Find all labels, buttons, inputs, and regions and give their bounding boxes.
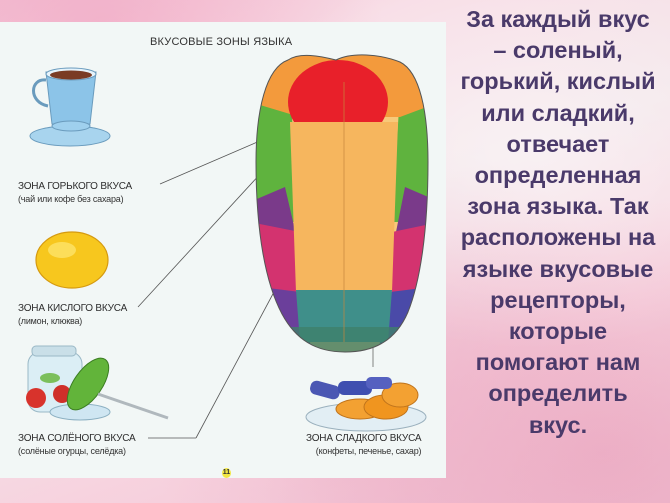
tongue-diagram (137, 54, 429, 439)
zone-label-salty: ЗОНА СОЛЁНОГО ВКУСА (солёные огурцы, сел… (18, 432, 136, 458)
illustration-panel: ВКУСОВЫЕ ЗОНЫ ЯЗЫКА (0, 22, 446, 478)
zone-salty-title: ЗОНА СОЛЁНОГО ВКУСА (18, 433, 136, 444)
zone-sweet-title: ЗОНА СЛАДКОГО ВКУСА (306, 433, 422, 444)
pickles-icon (26, 345, 169, 421)
zone-label-bitter: ЗОНА ГОРЬКОГО ВКУСА (чай или кофе без са… (18, 180, 132, 206)
zone-label-sweet: ЗОНА СЛАДКОГО ВКУСА (конфеты, печенье, с… (306, 432, 422, 458)
zone-sweet-examples: (конфеты, печенье, сахар) (315, 446, 422, 456)
zone-label-sour: ЗОНА КИСЛОГО ВКУСА (лимон, клюква) (18, 302, 127, 328)
panel-title: ВКУСОВЫЕ ЗОНЫ ЯЗЫКА (150, 36, 293, 48)
lemon-icon (35, 231, 109, 289)
sweets-icon (305, 377, 427, 432)
connector-bitter (159, 139, 263, 185)
description-text: За каждый вкус – соленый, горький, кислы… (460, 6, 656, 438)
zone-bitter-examples: (чай или кофе без сахара) (18, 194, 124, 204)
zone-salty-examples: (солёные огурцы, селёдка) (18, 446, 126, 456)
connector-sour (137, 171, 263, 308)
zone-sour-title: ЗОНА КИСЛОГО ВКУСА (18, 303, 128, 314)
page-number: 11 (222, 468, 231, 478)
tongue-icon (256, 54, 428, 353)
zone-sour-examples: (лимон, клюква) (18, 316, 83, 326)
teacup-icon (29, 67, 111, 147)
zone-bitter-title: ЗОНА ГОРЬКОГО ВКУСА (18, 181, 132, 192)
